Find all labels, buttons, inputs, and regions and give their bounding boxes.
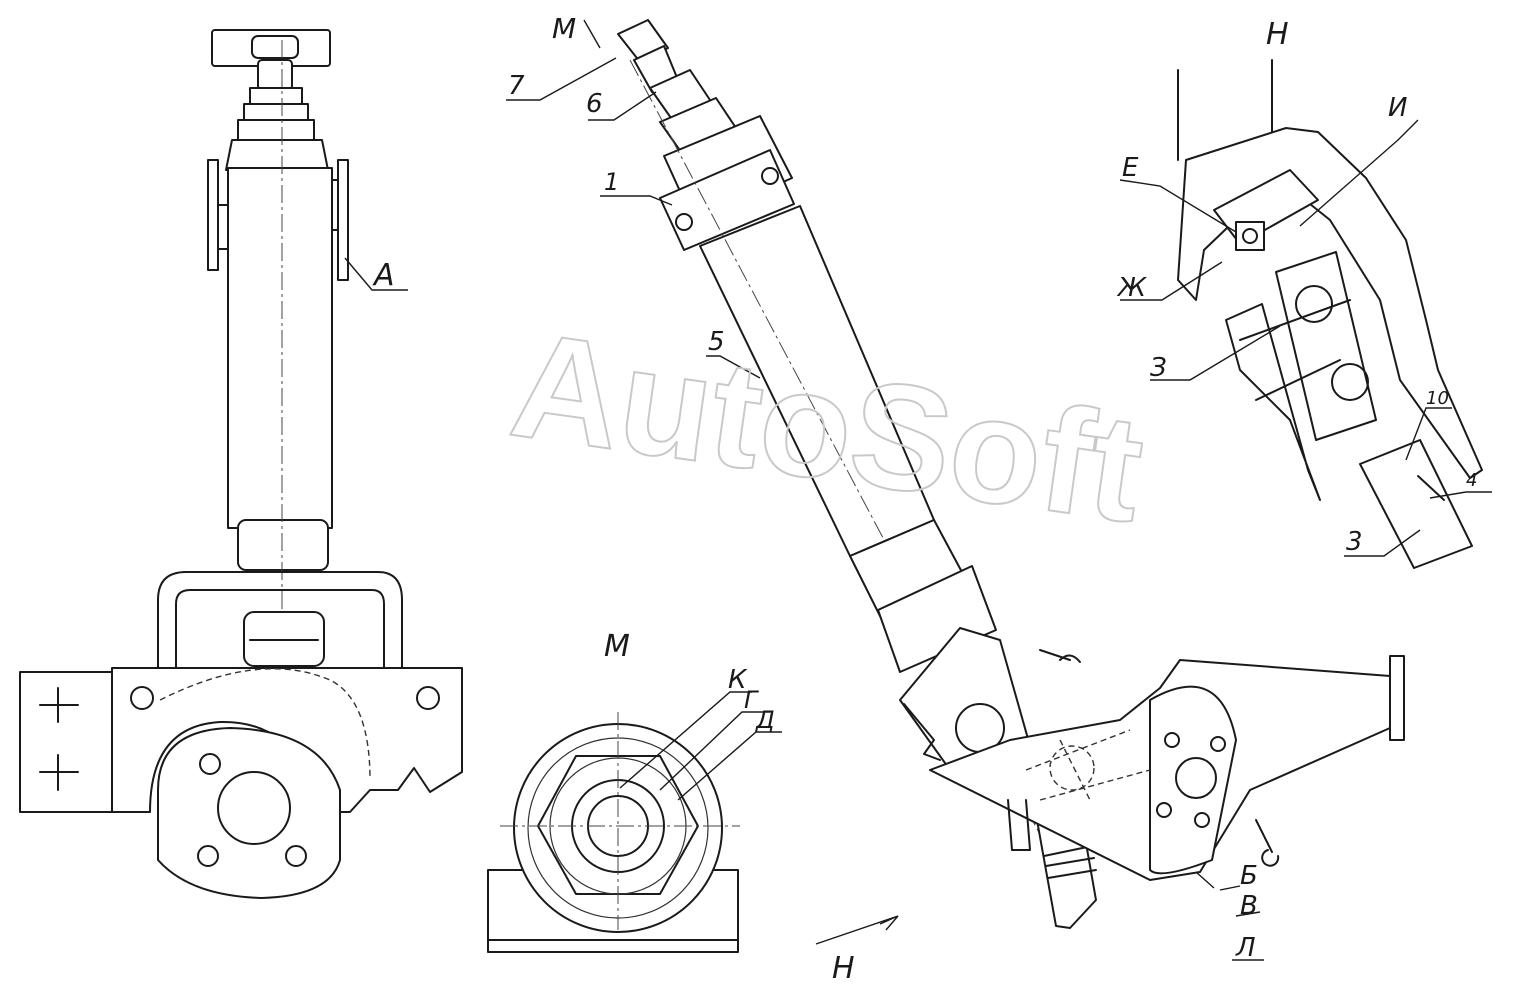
label-h-arrow: Н	[832, 951, 855, 986]
label-5: 5	[708, 327, 725, 357]
labels: А М 7 6 1 5 Н Е И Ж З 10 4 3 М К Г Д Б В…	[372, 12, 1477, 986]
label-b: Б	[1240, 861, 1258, 891]
label-k: К	[728, 665, 748, 695]
label-d: Д	[755, 706, 775, 734]
label-g: Г	[744, 686, 759, 714]
label-6: 6	[586, 89, 603, 119]
label-h-title: Н	[1266, 17, 1289, 52]
label-e: Е	[1122, 153, 1139, 183]
view-arrow-h	[815, 915, 899, 945]
front-view	[19, 29, 463, 899]
label-v: В	[1240, 891, 1258, 921]
label-3: 3	[1346, 527, 1363, 557]
label-m-arrow: М	[552, 12, 576, 45]
section-h	[1119, 59, 1492, 569]
label-7: 7	[508, 71, 525, 101]
label-m-title: М	[604, 629, 630, 664]
inclined-column	[506, 19, 1405, 929]
view-m	[487, 691, 782, 953]
label-zh: Ж	[1116, 273, 1147, 303]
label-a: А	[372, 258, 395, 293]
label-4: 4	[1466, 470, 1477, 491]
label-i: И	[1388, 93, 1407, 123]
label-1: 1	[604, 168, 619, 196]
label-z1: З	[1150, 353, 1167, 383]
label-10: 10	[1426, 388, 1449, 409]
label-l: Л	[1235, 933, 1256, 963]
